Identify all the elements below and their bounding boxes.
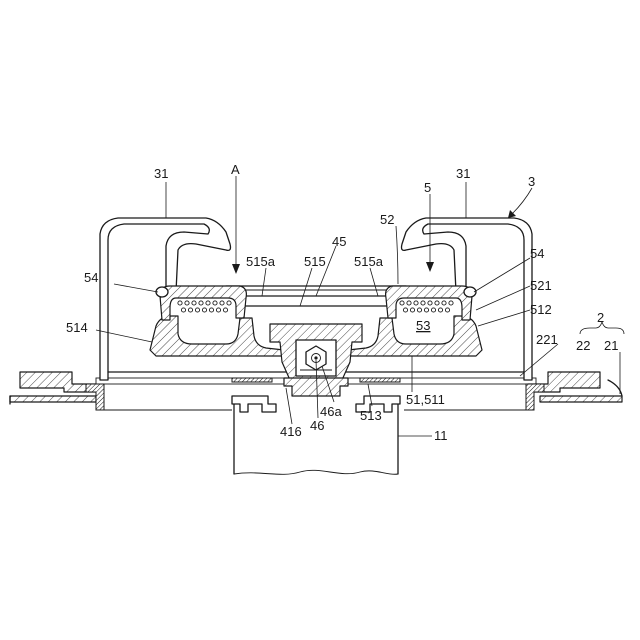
flame-port-icon bbox=[428, 301, 432, 305]
flame-port-icon bbox=[403, 308, 407, 312]
flame-port-icon bbox=[220, 301, 224, 305]
flame-port-icon bbox=[202, 308, 206, 312]
label-51-511: 51,511 bbox=[406, 392, 445, 407]
label-514: 514 bbox=[66, 320, 88, 335]
label-512: 512 bbox=[530, 302, 552, 317]
reference-labels: 31 A 31 3 5 52 45 515a 515 515a 54 54 52… bbox=[66, 162, 618, 443]
flame-ports-right bbox=[400, 301, 453, 312]
flame-port-icon bbox=[216, 308, 220, 312]
flame-port-icon bbox=[227, 301, 231, 305]
flame-port-icon bbox=[209, 308, 213, 312]
label-54-left: 54 bbox=[84, 270, 98, 285]
flame-port-icon bbox=[414, 301, 418, 305]
flame-port-icon bbox=[223, 308, 227, 312]
label-221: 221 bbox=[536, 332, 558, 347]
flame-port-icon bbox=[442, 301, 446, 305]
flame-port-icon bbox=[195, 308, 199, 312]
flame-port-icon bbox=[199, 301, 203, 305]
flame-port-icon bbox=[421, 301, 425, 305]
flame-port-icon bbox=[206, 301, 210, 305]
label-31-right: 31 bbox=[456, 166, 470, 181]
label-53: 53 bbox=[416, 318, 430, 333]
label-5: 5 bbox=[424, 180, 431, 195]
label-45: 45 bbox=[332, 234, 346, 249]
label-46: 46 bbox=[310, 418, 324, 433]
label-416: 416 bbox=[280, 424, 302, 439]
flame-port-icon bbox=[438, 308, 442, 312]
flame-port-icon bbox=[417, 308, 421, 312]
label-52: 52 bbox=[380, 212, 394, 227]
flame-port-icon bbox=[400, 301, 404, 305]
flame-port-icon bbox=[181, 308, 185, 312]
flame-ports-left bbox=[178, 301, 231, 312]
label-22: 22 bbox=[576, 338, 590, 353]
flame-port-icon bbox=[213, 301, 217, 305]
label-11: 11 bbox=[434, 428, 448, 443]
label-521: 521 bbox=[530, 278, 552, 293]
flame-port-icon bbox=[424, 308, 428, 312]
label-515: 515 bbox=[304, 254, 326, 269]
flame-port-icon bbox=[178, 301, 182, 305]
label-515a-right: 515a bbox=[354, 254, 384, 269]
label-46a: 46a bbox=[320, 404, 342, 419]
flame-port-icon bbox=[407, 301, 411, 305]
label-2: 2 bbox=[597, 310, 604, 325]
flame-port-icon bbox=[449, 301, 453, 305]
flame-port-icon bbox=[185, 301, 189, 305]
label-3: 3 bbox=[528, 174, 535, 189]
flame-port-icon bbox=[188, 308, 192, 312]
label-515a-left: 515a bbox=[246, 254, 276, 269]
flame-port-icon bbox=[431, 308, 435, 312]
flame-port-icon bbox=[435, 301, 439, 305]
label-513: 513 bbox=[360, 408, 382, 423]
label-A: A bbox=[231, 162, 240, 177]
flame-port-icon bbox=[410, 308, 414, 312]
flame-port-icon bbox=[445, 308, 449, 312]
label-21: 21 bbox=[604, 338, 618, 353]
label-54-right: 54 bbox=[530, 246, 544, 261]
label-31-left: 31 bbox=[154, 166, 168, 181]
flame-port-icon bbox=[192, 301, 196, 305]
